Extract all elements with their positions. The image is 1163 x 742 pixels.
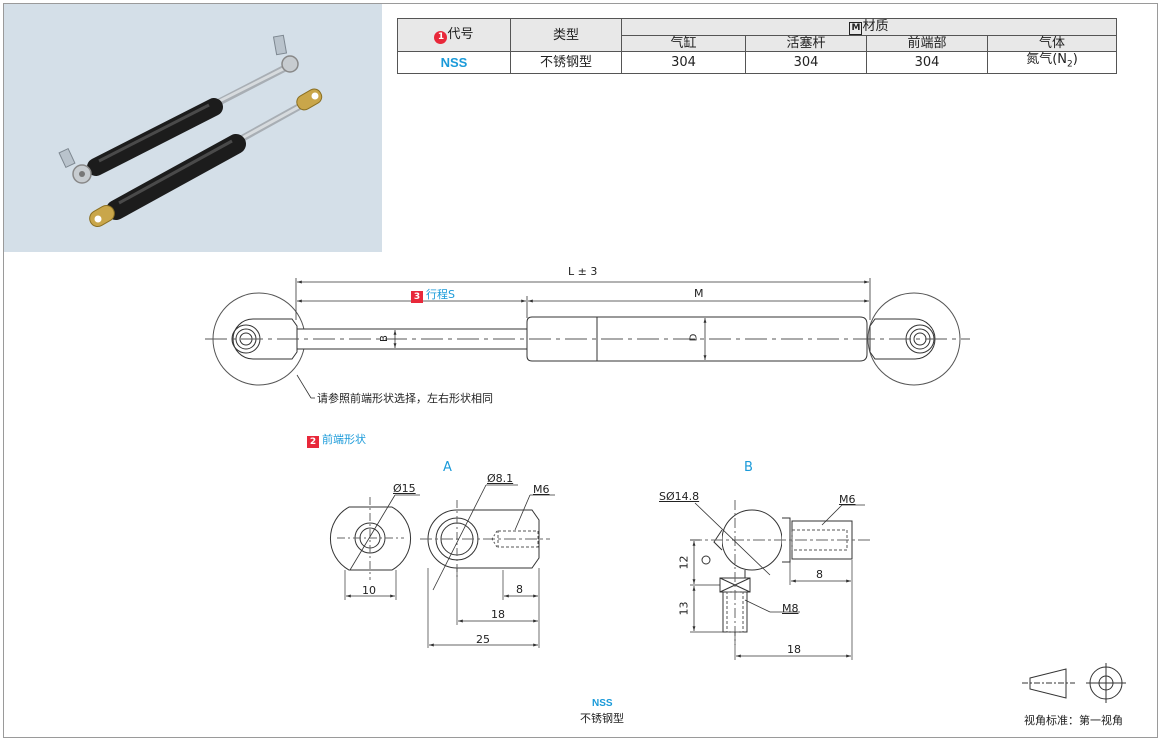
shape-a-drawing bbox=[329, 484, 555, 648]
d-label: D bbox=[688, 333, 700, 342]
rod-header: 活塞杆 bbox=[745, 35, 867, 52]
material-header-label: 材质 bbox=[862, 19, 889, 34]
table-row: NSS 不锈钢型 304 304 304 氮气(N2) bbox=[397, 51, 1117, 74]
a-dim8-label: 8 bbox=[516, 583, 523, 596]
a-dim18-label: 18 bbox=[491, 608, 505, 621]
front-cell: 304 bbox=[866, 51, 988, 74]
type-cell: 不锈钢型 bbox=[510, 51, 622, 74]
b-m6-label: M6 bbox=[839, 493, 856, 506]
shape-b-title: B bbox=[744, 460, 753, 475]
type-header: 类型 bbox=[510, 18, 622, 52]
b-dim18-label: 18 bbox=[787, 643, 801, 656]
a-phi15-label: Ø15 bbox=[393, 482, 416, 495]
a-dim25-label: 25 bbox=[476, 633, 490, 646]
product-photo bbox=[4, 4, 382, 252]
footer-type: 不锈钢型 bbox=[580, 712, 624, 725]
gas-close: ) bbox=[1072, 52, 1078, 67]
stroke-num-badge: 3 bbox=[411, 291, 423, 303]
first-angle-projection-icon bbox=[1022, 663, 1126, 703]
b-m8-label: M8 bbox=[782, 602, 799, 615]
front-shape-note: 请参照前端形状选择，左右形状相同 bbox=[317, 392, 493, 405]
cylinder-header: 气缸 bbox=[621, 35, 746, 52]
front-shape-text: 前端形状 bbox=[322, 433, 366, 446]
drawing-frame bbox=[3, 3, 1158, 738]
view-standard-label: 视角标准：第一视角 bbox=[1024, 714, 1123, 727]
length-label: L ± 3 bbox=[568, 265, 598, 278]
material-mark-icon: M bbox=[849, 22, 863, 35]
m-label: M bbox=[694, 287, 704, 300]
code-header-label: 代号 bbox=[447, 26, 474, 42]
circle-number-1: 1 bbox=[434, 30, 448, 44]
a-m6-label: M6 bbox=[533, 483, 550, 496]
b-dim13-label: 13 bbox=[677, 601, 691, 616]
footer-code: NSS bbox=[592, 698, 613, 709]
stroke-text: 行程S bbox=[426, 288, 455, 301]
a-phi8-label: Ø8.1 bbox=[487, 472, 514, 485]
front-shape-num-badge: 2 bbox=[307, 436, 319, 448]
cylinder-cell: 304 bbox=[621, 51, 746, 74]
shape-b-drawing bbox=[690, 500, 870, 660]
gas-text: 氮气(N bbox=[1026, 52, 1067, 67]
gas-spring-photo-image bbox=[58, 34, 323, 227]
shape-a-title: A bbox=[443, 460, 452, 475]
main-assembly bbox=[205, 278, 970, 399]
front-header: 前端部 bbox=[866, 35, 988, 52]
gas-subscript: 2 bbox=[1066, 59, 1073, 70]
gas-cell: 氮气(N2) bbox=[987, 51, 1117, 74]
code-cell: NSS bbox=[397, 51, 511, 74]
rod-cell: 304 bbox=[745, 51, 867, 74]
a-dim10-label: 10 bbox=[362, 584, 376, 597]
b-sphere-label: SØ14.8 bbox=[659, 490, 700, 503]
b-label: B bbox=[378, 335, 390, 342]
b-dim8-label: 8 bbox=[816, 568, 823, 581]
gas-header: 气体 bbox=[987, 35, 1117, 52]
b-dim12-label: 12 bbox=[677, 555, 691, 570]
